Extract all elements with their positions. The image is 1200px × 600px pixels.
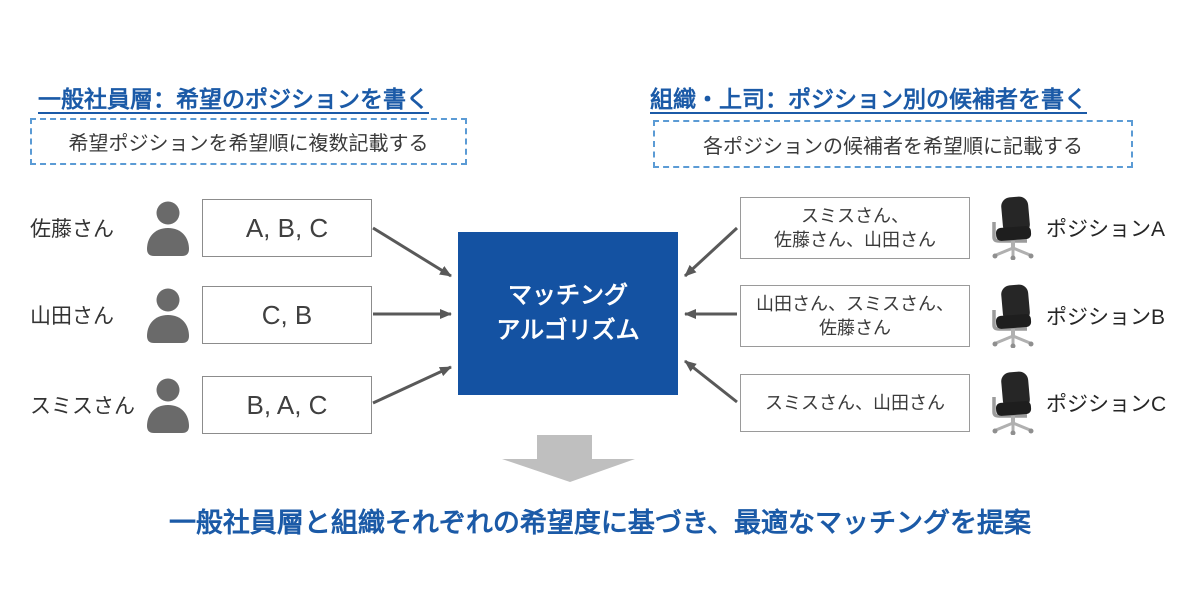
left-section-note-box: 希望ポジションを希望順に複数記載する (30, 118, 467, 165)
position-label: ポジションB (1046, 306, 1166, 329)
person-icon (147, 288, 189, 343)
employee-row-yamada: 山田さん C, B (0, 286, 380, 344)
position-row-c: スミスさん、山田さん ポジションC (0, 371, 1200, 435)
position-row-b: 山田さん、スミスさん、 佐藤さん ポジションB (0, 284, 1200, 348)
employee-name: 佐藤さん (30, 218, 114, 241)
left-section-note-text: 希望ポジションを希望順に複数記載する (68, 133, 429, 155)
person-icon (147, 201, 189, 256)
position-label: ポジションA (1046, 218, 1166, 241)
footer-conclusion-text: 一般社員層と組織それぞれの希望度に基づき、最適なマッチングを提案 (168, 508, 1032, 538)
person-icon (147, 378, 189, 433)
right-section-note-box: 各ポジションの候補者を希望順に記載する (653, 120, 1133, 168)
candidate-box: スミスさん、山田さん (740, 374, 970, 432)
matching-algorithm-box: マッチング アルゴリズム (458, 232, 678, 395)
candidate-box: 山田さん、スミスさん、 佐藤さん (740, 285, 970, 347)
employee-name: スミスさん (30, 395, 135, 418)
position-label: ポジションC (1046, 393, 1167, 416)
office-chair-icon (992, 196, 1034, 260)
candidate-box: スミスさん、 佐藤さん、山田さん (740, 197, 970, 259)
right-section-note-text: 各ポジションの候補者を希望順に記載する (703, 135, 1083, 158)
preference-box: C, B (202, 286, 372, 344)
down-arrow-icon (502, 435, 635, 482)
office-chair-icon (992, 284, 1034, 348)
office-chair-icon (992, 371, 1034, 435)
employee-name: 山田さん (30, 305, 114, 328)
position-row-a: スミスさん、 佐藤さん、山田さん ポジションA (0, 196, 1200, 260)
preference-text: B, A, C (246, 389, 328, 420)
preference-text: C, B (261, 299, 313, 330)
right-section-heading: 組織・上司：ポジション別の候補者を書く (650, 86, 1087, 112)
employee-row-smith: スミスさん B, A, C (0, 376, 380, 434)
preference-box: A, B, C (202, 199, 372, 257)
preference-text: A, B, C (245, 212, 329, 243)
left-section-heading: 一般社員層：希望のポジションを書く (38, 86, 429, 112)
employee-row-sato: 佐藤さん A, B, C (0, 199, 380, 257)
preference-box: B, A, C (202, 376, 372, 434)
